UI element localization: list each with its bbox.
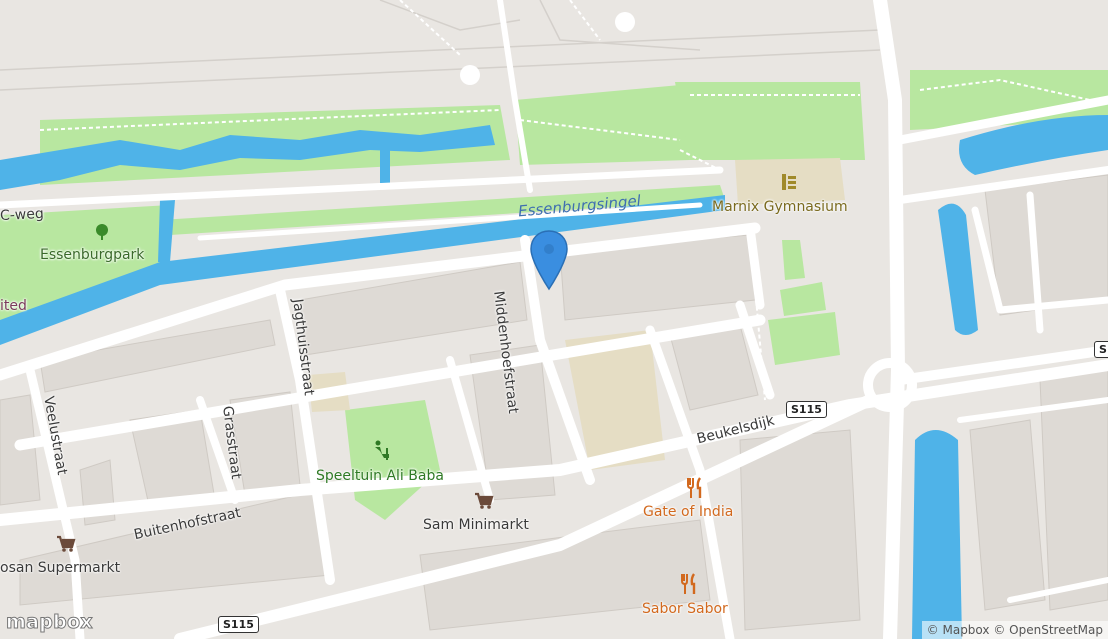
street-label-cweg: C-weg xyxy=(0,205,45,225)
road-shield-s: S xyxy=(1094,341,1108,358)
attribution-mapbox-link[interactable]: © Mapbox xyxy=(926,623,990,637)
attribution-osm-link[interactable]: © OpenStreetMap xyxy=(993,623,1103,637)
shopping-cart-icon xyxy=(474,492,494,514)
poi-label-marnix[interactable]: Marnix Gymnasium xyxy=(712,199,848,215)
road-shield-s115: S115 xyxy=(218,616,259,633)
school-icon xyxy=(780,172,798,196)
restaurant-icon xyxy=(687,476,705,504)
poi-label-speeltuin[interactable]: Speeltuin Ali Baba xyxy=(316,468,444,484)
restaurant-icon xyxy=(681,572,699,600)
location-marker-icon[interactable] xyxy=(529,229,569,297)
mapbox-logo[interactable]: mapbox xyxy=(6,611,94,634)
poi-label-supermarkt[interactable]: osan Supermarkt xyxy=(0,560,121,576)
poi-label-united: ited xyxy=(0,298,27,314)
shopping-cart-icon xyxy=(56,535,76,557)
road-shield-s115: S115 xyxy=(786,401,827,418)
poi-label-gate[interactable]: Gate of India xyxy=(643,504,734,520)
poi-label-sabor[interactable]: Sabor Sabor xyxy=(642,601,728,617)
playground-icon xyxy=(372,440,392,466)
poi-label-essenburgpark[interactable]: Essenburgpark xyxy=(40,247,145,263)
poi-label-sam[interactable]: Sam Minimarkt xyxy=(423,517,529,533)
tree-icon xyxy=(93,223,111,245)
map-attribution: © Mapbox © OpenStreetMap xyxy=(921,621,1108,639)
